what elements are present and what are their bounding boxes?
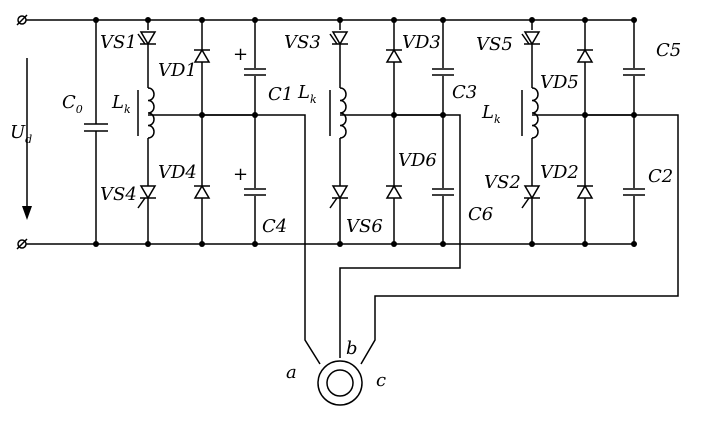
phase-b-label: b <box>346 338 358 359</box>
label-c1: C1 <box>268 84 293 105</box>
thyristor-vs1 <box>137 31 157 46</box>
diode-vd4 <box>193 184 211 199</box>
leg-3: Lk <box>481 17 645 247</box>
thyristor-vs3 <box>329 31 349 46</box>
label-c2: C2 <box>648 166 673 187</box>
capacitor-c3 <box>432 68 454 76</box>
label-vd6: VD6 <box>398 150 437 171</box>
ud-voltage-arrow: Ud <box>10 58 32 220</box>
motor-inner-ring <box>326 369 354 397</box>
diode-vd3 <box>385 48 403 63</box>
label-vd1: VD1 <box>158 60 197 81</box>
capacitor-c4-plus: + <box>233 164 248 185</box>
label-c6: C6 <box>468 204 493 225</box>
label-vd4: VD4 <box>158 162 197 183</box>
label-vs4: VS4 <box>100 184 137 205</box>
label-vd2: VD2 <box>540 162 579 183</box>
inductor-lk-3 <box>521 87 539 139</box>
capacitor-c5 <box>623 68 645 76</box>
thyristor-vs5 <box>521 31 541 46</box>
leg-1: + + Lk <box>111 17 266 247</box>
inductor-label-1: Lk <box>111 92 131 116</box>
c0-label: C0 <box>62 92 83 116</box>
inductor-lk-2 <box>329 87 347 139</box>
wire-phase-b <box>339 114 461 358</box>
label-vd3: VD3 <box>402 32 441 53</box>
label-vs6: VS6 <box>346 216 383 237</box>
phase-a-label: a <box>286 362 297 383</box>
label-vs3: VS3 <box>284 32 321 53</box>
capacitor-c1-plus: + <box>233 44 248 65</box>
label-c5: C5 <box>656 40 681 61</box>
capacitor-c6 <box>432 188 454 196</box>
diode-vd5 <box>576 48 594 63</box>
capacitor-c4: + <box>233 164 266 196</box>
wire-phase-a <box>202 114 321 365</box>
thyristor-vs2 <box>521 185 541 209</box>
inductor-lk-1 <box>137 87 155 139</box>
thyristor-vs6 <box>329 185 349 209</box>
capacitor-c2 <box>623 188 645 196</box>
label-vd5: VD5 <box>540 72 579 93</box>
label-c3: C3 <box>452 82 477 103</box>
phase-c-label: c <box>376 370 386 391</box>
motor-outer-ring <box>317 360 363 406</box>
thyristor-vs4 <box>137 185 157 209</box>
label-vs1: VS1 <box>100 32 137 53</box>
wire-phase-c <box>360 114 679 365</box>
diode-vd2 <box>576 184 594 199</box>
output-wiring: a b c <box>202 114 679 406</box>
label-c4: C4 <box>262 216 287 237</box>
label-vs5: VS5 <box>476 34 513 55</box>
capacitor-c1: + <box>233 44 266 76</box>
ud-label: Ud <box>10 122 32 146</box>
diode-vd6 <box>385 184 403 199</box>
inductor-label-2: Lk <box>297 82 317 106</box>
label-vs2: VS2 <box>484 172 521 193</box>
capacitor-c0: C0 <box>62 17 108 247</box>
inductor-label-3: Lk <box>481 102 501 126</box>
